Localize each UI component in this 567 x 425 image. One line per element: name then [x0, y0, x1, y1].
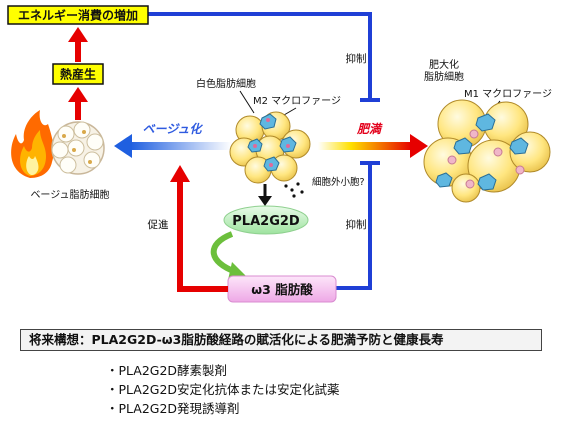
- strategy-item: ・PLA2G2D発現誘導剤: [106, 401, 240, 416]
- thermogenesis-box: [52, 63, 104, 85]
- suppression-label-bottom: 抑制: [346, 218, 367, 231]
- beige-arrow-body: [130, 142, 232, 150]
- m2-macrophage-cells: [247, 113, 297, 172]
- thermogenesis-label: 熱産生: [60, 67, 96, 82]
- pla2g2d-label: PLA2G2D: [232, 214, 300, 229]
- obesity-arrow-body: [318, 142, 412, 150]
- energy-expenditure-box: [7, 5, 149, 25]
- energy-expenditure-label: エネルギー消費の増加: [18, 8, 138, 23]
- hypertrophic-adipocyte-label-2: 脂肪細胞: [424, 70, 464, 83]
- promotion-label: 促進: [148, 218, 169, 231]
- suppression-label-top: 抑制: [346, 52, 367, 65]
- promotion-line: [177, 180, 228, 292]
- obesity-arrow-head: [410, 134, 428, 158]
- arrow-beige-to-thermo-head: [68, 87, 88, 102]
- extracellular-vesicle-label: 細胞外小胞?: [312, 176, 365, 188]
- omega3-label: ω3 脂肪酸: [251, 282, 313, 297]
- extracellular-vesicles: [284, 182, 304, 198]
- hypertrophic-adipocyte-label-1: 肥大化: [429, 58, 459, 71]
- m1-macrophage-label: M1 マクロファージ: [464, 88, 552, 100]
- beige-ization-label: ベージュ化: [143, 122, 204, 136]
- beige-arrow-head: [114, 134, 132, 158]
- fire-icon: [11, 110, 54, 178]
- strategy-item: ・PLA2G2D安定化抗体または安定化試薬: [106, 382, 340, 397]
- strategy-list: ・PLA2G2D酵素製剤 ・PLA2G2D安定化抗体または安定化試薬 ・PLA2…: [106, 361, 340, 418]
- beige-adipocyte-label: ベージュ脂肪細胞: [30, 188, 109, 201]
- beige-adipocyte-cluster: [51, 121, 105, 175]
- pla2g2d-node: [223, 205, 309, 235]
- future-strategy-title: 将来構想：PLA2G2D-ω3脂肪酸経路の賦活化による肥満予防と健康長寿: [20, 329, 542, 351]
- suppression-line-bottom: [336, 165, 372, 290]
- arrow-pla2g2d-to-omega3: [210, 231, 238, 275]
- promotion-arrow-head: [170, 165, 190, 182]
- m2-macrophage-label: M2 マクロファージ: [253, 95, 341, 107]
- arrow-cell-to-pla2g2d-head: [258, 196, 272, 206]
- suppression-line-top: [145, 12, 372, 98]
- m1-macrophage-cells: [435, 113, 529, 191]
- white-adipocyte-label: 白色脂肪細胞: [196, 77, 256, 90]
- white-adipocyte-pointer: [239, 90, 255, 114]
- strategy-item: ・PLA2G2D酵素製剤: [106, 363, 228, 378]
- arrow-thermo-to-energy-head: [68, 27, 88, 42]
- obesity-label: 肥満: [356, 122, 383, 136]
